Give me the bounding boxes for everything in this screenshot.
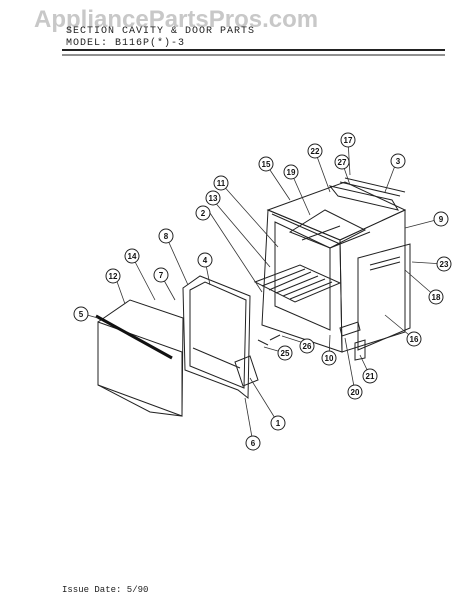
callout-label: 25 bbox=[281, 349, 290, 358]
callout-label: 7 bbox=[159, 271, 164, 280]
callout-10: 10 bbox=[321, 350, 337, 366]
hinge-parts bbox=[234, 334, 281, 387]
callout-label: 26 bbox=[303, 342, 312, 351]
callout-26: 26 bbox=[299, 338, 315, 354]
callout-circle bbox=[213, 175, 229, 191]
callout-13: 13 bbox=[205, 190, 221, 206]
callout-18: 18 bbox=[428, 289, 444, 305]
section-title: SECTION CAVITY & DOOR PARTS bbox=[66, 26, 256, 37]
callout-label: 17 bbox=[344, 136, 353, 145]
callout-12: 12 bbox=[105, 268, 121, 284]
callout-circle bbox=[205, 190, 221, 206]
callout-1: 1 bbox=[270, 415, 286, 431]
callout-circle bbox=[390, 153, 406, 169]
callout-label: 11 bbox=[217, 179, 226, 188]
callout-6: 6 bbox=[245, 435, 261, 451]
callout-label: 12 bbox=[109, 272, 118, 281]
callout-label: 3 bbox=[396, 157, 401, 166]
callout-label: 15 bbox=[262, 160, 271, 169]
callout-3: 3 bbox=[390, 153, 406, 169]
callout-circle bbox=[428, 289, 444, 305]
callout-label: 27 bbox=[338, 158, 347, 167]
callout-circle bbox=[334, 154, 350, 170]
callout-circle bbox=[406, 331, 422, 347]
callout-label: 16 bbox=[410, 335, 419, 344]
callout-14: 14 bbox=[124, 248, 140, 264]
door-frame bbox=[182, 275, 251, 400]
callout-25: 25 bbox=[277, 345, 293, 361]
callout-15: 15 bbox=[258, 156, 274, 172]
callout-21: 21 bbox=[362, 368, 378, 384]
callout-circle bbox=[277, 345, 293, 361]
callout-label: 23 bbox=[440, 260, 449, 269]
callout-circle bbox=[153, 267, 169, 283]
callout-circle bbox=[307, 143, 323, 159]
callout-11: 11 bbox=[213, 175, 229, 191]
callout-label: 21 bbox=[366, 372, 375, 381]
model-title: MODEL: B116P(*)-3 bbox=[66, 38, 186, 49]
callout-20: 20 bbox=[347, 384, 363, 400]
callout-circle bbox=[270, 415, 286, 431]
callout-circle bbox=[436, 256, 452, 272]
callout-4: 4 bbox=[197, 252, 213, 268]
door-outer-panel bbox=[97, 299, 184, 417]
callout-22: 22 bbox=[307, 143, 323, 159]
door-handle bbox=[95, 314, 173, 360]
callout-label: 5 bbox=[79, 310, 84, 319]
callout-circle bbox=[124, 248, 140, 264]
bottom-trim-strip bbox=[339, 321, 366, 361]
callout-label: 2 bbox=[201, 209, 206, 218]
callout-label: 19 bbox=[287, 168, 296, 177]
callout-19: 19 bbox=[283, 164, 299, 180]
callout-label: 1 bbox=[276, 419, 281, 428]
callout-circle bbox=[197, 252, 213, 268]
callout-27: 27 bbox=[334, 154, 350, 170]
cabinet-body bbox=[261, 181, 407, 353]
callout-label: 10 bbox=[325, 354, 334, 363]
callout-label: 8 bbox=[164, 232, 169, 241]
callout-circle bbox=[245, 435, 261, 451]
callout-23: 23 bbox=[436, 256, 452, 272]
callout-circle bbox=[258, 156, 274, 172]
callout-circle bbox=[73, 306, 89, 322]
callout-circle bbox=[362, 368, 378, 384]
callout-circle bbox=[321, 350, 337, 366]
callout-label: 14 bbox=[128, 252, 137, 261]
callout-circle bbox=[347, 384, 363, 400]
callout-label: 13 bbox=[209, 194, 218, 203]
callout-group: 1234567891011121314151617181920212223252… bbox=[73, 132, 452, 451]
callout-label: 20 bbox=[351, 388, 360, 397]
issue-date: Issue Date: 5/90 bbox=[62, 585, 149, 595]
callout-9: 9 bbox=[433, 211, 449, 227]
callout-circle bbox=[299, 338, 315, 354]
callout-label: 9 bbox=[439, 215, 444, 224]
watermark: AppliancePartsPros.com bbox=[34, 6, 319, 33]
callout-5: 5 bbox=[73, 306, 89, 322]
side-panel bbox=[357, 243, 411, 351]
oven-rack bbox=[253, 264, 342, 303]
callout-label: 22 bbox=[311, 147, 320, 156]
leader-lines bbox=[86, 139, 445, 444]
callout-circle bbox=[433, 211, 449, 227]
callout-circle bbox=[158, 228, 174, 244]
callout-label: 6 bbox=[251, 439, 256, 448]
callout-circle bbox=[105, 268, 121, 284]
oven-cavity bbox=[274, 209, 371, 331]
callout-label: 18 bbox=[432, 293, 441, 302]
callout-label: 4 bbox=[203, 256, 208, 265]
callout-17: 17 bbox=[340, 132, 356, 148]
callout-circle bbox=[195, 205, 211, 221]
callout-16: 16 bbox=[406, 331, 422, 347]
callout-8: 8 bbox=[158, 228, 174, 244]
callout-circle bbox=[340, 132, 356, 148]
callout-7: 7 bbox=[153, 267, 169, 283]
callout-circle bbox=[283, 164, 299, 180]
callout-2: 2 bbox=[195, 205, 211, 221]
